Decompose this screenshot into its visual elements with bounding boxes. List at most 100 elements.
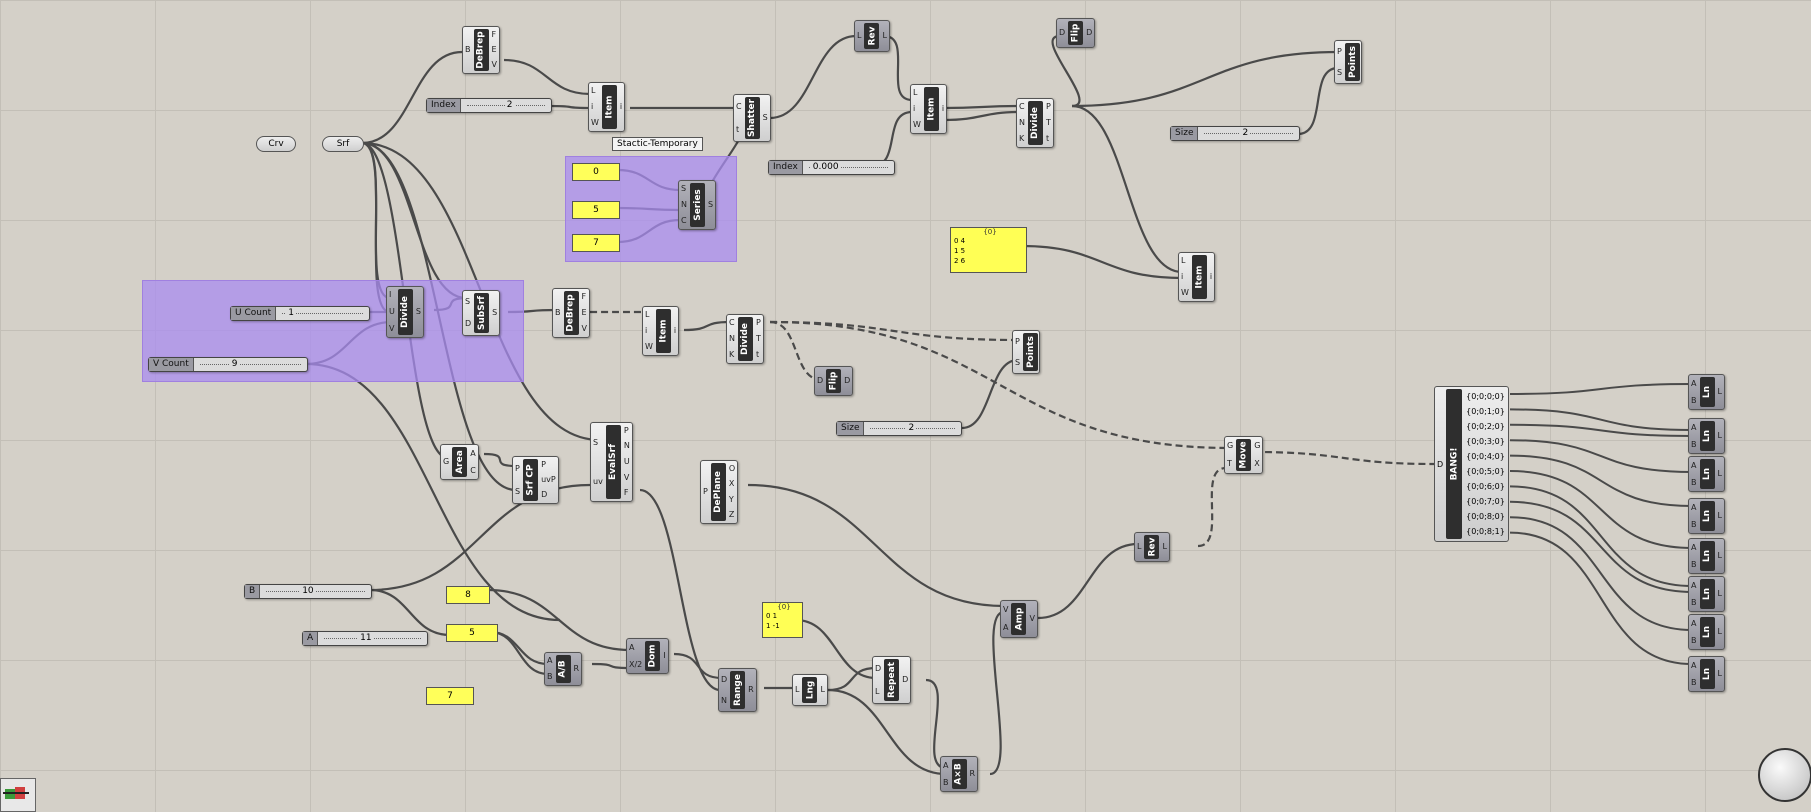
size-slider-top[interactable]: Size 2 [1170,126,1300,141]
wire[interactable] [489,630,549,676]
index-slider-mid[interactable]: Index 0.000 [768,160,895,175]
slider-track[interactable]: 9 [194,358,307,371]
rev-top-component[interactable]: L Rev L [854,20,890,52]
wire[interactable] [549,104,591,110]
list-panel-a[interactable]: {0} 0 4 1 5 2 6 [950,227,1027,273]
wire[interactable] [827,688,947,776]
slider-track[interactable]: 2 [1198,127,1299,140]
wire[interactable] [1509,485,1693,587]
wire[interactable] [827,666,877,692]
wire[interactable] [503,58,591,96]
panel-5b[interactable]: 5 [446,624,498,642]
panel-7[interactable]: 7 [572,234,620,252]
wire[interactable] [925,678,947,770]
wire[interactable] [943,110,1021,122]
wire[interactable] [1071,50,1339,108]
v-count-slider[interactable]: V Count 9 [148,357,308,372]
wire[interactable] [1253,450,1435,466]
wire[interactable] [1037,542,1139,620]
canvas-toolbar-icon[interactable] [0,778,36,812]
wire[interactable] [1509,439,1693,473]
wire[interactable] [1509,408,1693,431]
panel-7b[interactable]: 7 [426,687,474,705]
wire[interactable] [989,610,1005,776]
wire[interactable] [1509,454,1693,507]
wire[interactable] [1509,500,1693,593]
panel-5[interactable]: 5 [572,201,620,219]
panel-0[interactable]: 0 [572,163,620,181]
slider-track[interactable]: 2 [864,422,961,435]
wire[interactable] [1051,34,1081,108]
lng-component[interactable]: L Lng L [792,674,828,706]
crv-param[interactable]: Crv [256,136,296,152]
slider-track[interactable]: 10 [260,585,371,598]
wire[interactable] [1509,470,1693,549]
wire[interactable] [1071,104,1183,274]
a-slider[interactable]: A 11 [302,631,428,646]
wire[interactable] [683,320,731,332]
slider-track[interactable]: 11 [318,632,427,645]
u-count-slider[interactable]: U Count 1 [230,306,370,321]
wire[interactable] [1509,516,1693,631]
wire[interactable] [769,320,1231,450]
wire[interactable] [747,483,1005,608]
size-slider-mid[interactable]: Size 2 [836,421,962,436]
wire[interactable] [769,34,857,120]
wire[interactable] [1021,244,1183,280]
b-slider[interactable]: B 10 [244,584,372,599]
slider-track[interactable]: 0.000 [803,161,894,174]
slider-track[interactable]: 2 [461,99,551,112]
bang-component[interactable]: D BANG! {0;0;0;0}{0;0;1;0}{0;0;2;0}{0;0;… [1434,386,1509,542]
wire[interactable] [1297,66,1339,136]
wire[interactable] [361,50,463,145]
wire[interactable] [943,104,1021,110]
wire[interactable] [487,588,631,652]
panel-8[interactable]: 8 [446,586,490,604]
wire[interactable] [871,110,913,168]
wire[interactable] [1509,423,1693,437]
wire[interactable] [1197,466,1227,548]
srf-param[interactable]: Srf [322,136,364,152]
wire[interactable] [591,662,631,670]
index-slider-top[interactable]: Index 2 [426,98,552,113]
slider-track[interactable]: 1 [276,307,369,320]
wire[interactable] [369,588,451,637]
wire[interactable] [769,320,1019,342]
wire[interactable] [489,630,549,666]
wire[interactable] [1509,383,1693,395]
navigation-compass[interactable] [1758,748,1811,802]
wire[interactable] [483,452,517,468]
rev-mid-component[interactable]: L Rev L [1134,532,1170,562]
wire[interactable] [883,34,913,102]
list-panel-b[interactable]: {0} 0 1 1 -1 [762,602,803,638]
